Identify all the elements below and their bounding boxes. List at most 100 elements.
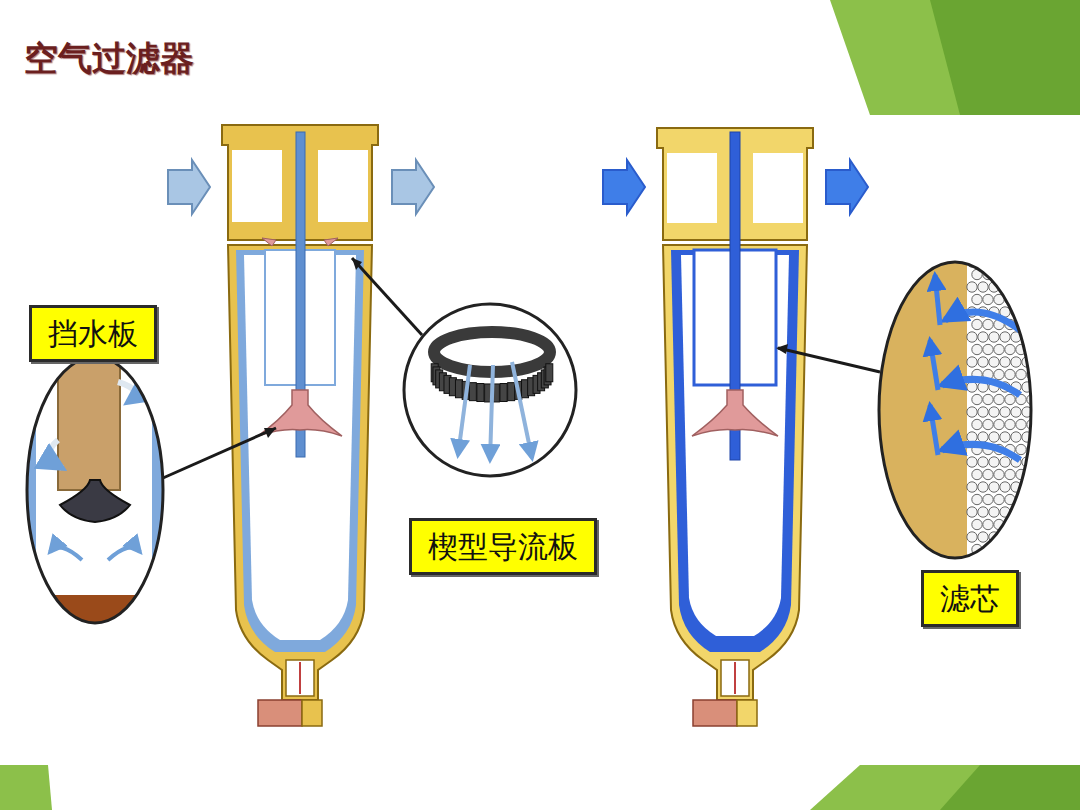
filter-bead	[1000, 432, 1010, 442]
deflector-tooth	[546, 364, 553, 382]
filter-bead	[1000, 407, 1010, 417]
filter-bead	[983, 294, 993, 304]
filter-bead	[1027, 494, 1037, 504]
label-box: 楔型导流板	[409, 518, 597, 575]
filter-bead	[1016, 544, 1026, 554]
filter-bead	[967, 382, 977, 392]
filter-bead	[978, 332, 988, 342]
outlet-arrow	[392, 160, 434, 214]
slide-title: 空气过滤器	[24, 36, 194, 82]
filter-bead	[983, 494, 993, 504]
filter-bead	[978, 432, 988, 442]
outlet-arrow	[826, 160, 868, 214]
filter-bead	[1016, 519, 1026, 529]
filter-bead	[1005, 369, 1015, 379]
filter-bead	[994, 544, 1004, 554]
filter-bead	[978, 407, 988, 417]
label-box: 挡水板	[29, 305, 157, 362]
right-filter	[603, 128, 868, 726]
filter-bead	[994, 394, 1004, 404]
deflector-tooth	[500, 384, 507, 402]
filter-bead	[1011, 532, 1021, 542]
filter-bead	[972, 319, 982, 329]
filter-bead	[967, 507, 977, 517]
filter-bead	[983, 344, 993, 354]
filter-bead	[1005, 394, 1015, 404]
filter-bead	[967, 482, 977, 492]
filter-bead	[1022, 507, 1032, 517]
filter-bead	[1027, 319, 1037, 329]
filter-bead	[972, 394, 982, 404]
filter-bead	[1016, 419, 1026, 429]
filter-bead	[967, 457, 977, 467]
filter-bead	[1016, 444, 1026, 454]
filter-bead	[994, 494, 1004, 504]
filter-bead	[1016, 369, 1026, 379]
filter-bead	[983, 519, 993, 529]
deflector-tooth	[477, 384, 484, 402]
deflector-tooth	[469, 383, 476, 401]
label-text: 滤芯	[940, 579, 1000, 618]
inlet-arrow	[168, 160, 210, 214]
filter-bead	[994, 419, 1004, 429]
filter-bead	[978, 357, 988, 367]
filter-bead	[972, 519, 982, 529]
filter-bead	[967, 282, 977, 292]
element-callout	[875, 255, 1037, 565]
filter-bead	[1005, 269, 1015, 279]
filter-bead	[1011, 282, 1021, 292]
filter-bead	[989, 332, 999, 342]
filter-bead	[967, 532, 977, 542]
filter-bead	[983, 394, 993, 404]
filter-bead	[972, 469, 982, 479]
filter-bead	[1027, 269, 1037, 279]
filter-bead	[1005, 469, 1015, 479]
inlet-arrow	[603, 160, 645, 214]
filter-bead	[978, 457, 988, 467]
deflector-callout	[404, 304, 576, 476]
filter-bead	[989, 357, 999, 367]
filter-bead	[978, 532, 988, 542]
filter-bead	[994, 344, 1004, 354]
filter-bead	[1000, 482, 1010, 492]
label-text: 挡水板	[48, 314, 138, 353]
filter-bead	[989, 407, 999, 417]
filter-bead	[1005, 544, 1015, 554]
filter-bead	[983, 469, 993, 479]
filter-bead	[1011, 432, 1021, 442]
filter-bead	[1005, 419, 1015, 429]
filter-bead	[1022, 532, 1032, 542]
filter-bead	[978, 482, 988, 492]
filter-bead	[1027, 294, 1037, 304]
filter-bead	[967, 407, 977, 417]
filter-bead	[989, 457, 999, 467]
deflector-tooth	[508, 383, 515, 401]
filter-bead	[994, 469, 1004, 479]
label-box: 滤芯	[921, 570, 1019, 627]
left-filter	[168, 125, 434, 726]
filter-bead	[972, 344, 982, 354]
filter-bead	[994, 369, 1004, 379]
filter-bead	[1011, 357, 1021, 367]
leader-lines	[163, 258, 880, 478]
filter-bead	[1000, 532, 1010, 542]
filter-bead	[1022, 257, 1032, 267]
filter-bead	[1000, 257, 1010, 267]
filter-bead	[1000, 332, 1010, 342]
filter-bead	[994, 269, 1004, 279]
baffle-callout	[20, 350, 170, 635]
filter-bead	[989, 507, 999, 517]
filter-bead	[1027, 519, 1037, 529]
filter-bead	[989, 257, 999, 267]
filter-bead	[1011, 257, 1021, 267]
filter-bead	[989, 482, 999, 492]
filter-bead	[978, 257, 988, 267]
filter-bead	[1027, 344, 1037, 354]
filter-bead	[972, 419, 982, 429]
filter-bead	[1016, 269, 1026, 279]
filter-bead	[983, 319, 993, 329]
label-text: 楔型导流板	[428, 527, 578, 566]
filter-bead	[1005, 344, 1015, 354]
